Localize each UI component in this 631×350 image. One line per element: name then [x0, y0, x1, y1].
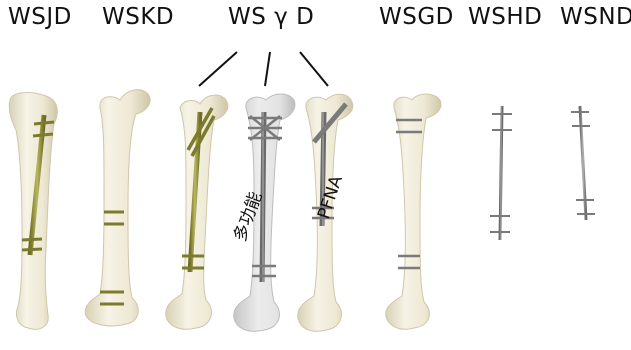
connector-lines — [199, 52, 328, 86]
connector-line-right — [300, 52, 328, 86]
bone-shape — [386, 94, 441, 329]
femur-wsgd — [386, 94, 441, 329]
locking-screw — [22, 239, 42, 240]
locking-screw — [34, 122, 54, 124]
nail-wshd — [490, 106, 512, 240]
intramedullary-nail — [500, 106, 502, 240]
locking-screw — [22, 249, 42, 250]
connector-line-middle — [265, 52, 270, 86]
connector-line-left — [199, 52, 237, 86]
femur-wsyd-left — [166, 95, 228, 329]
femur-wsjd — [9, 93, 57, 330]
locking-screw — [33, 134, 53, 136]
intramedullary-nail — [580, 106, 586, 220]
femur-wskd — [85, 90, 150, 326]
nail-wsnd — [571, 106, 595, 220]
